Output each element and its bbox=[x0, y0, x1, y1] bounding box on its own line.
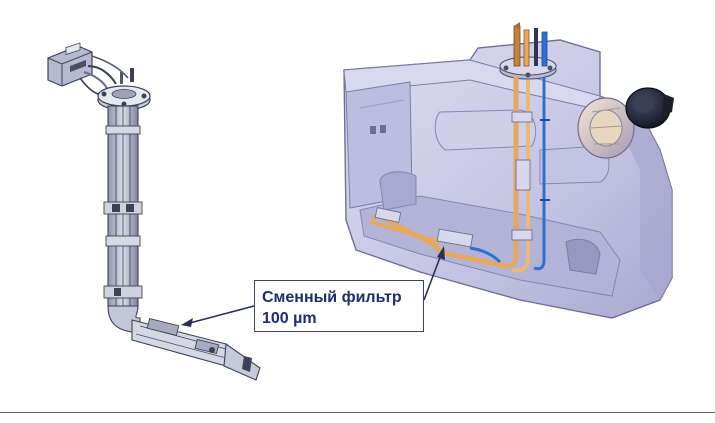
callout-arrow-left bbox=[181, 305, 255, 327]
tank-sender-module bbox=[499, 22, 557, 80]
filler-neck bbox=[577, 87, 674, 159]
dark-round-cap-icon bbox=[625, 87, 674, 129]
callout-line-1: Сменный фильтр bbox=[262, 289, 402, 306]
fuel-line-blue bbox=[469, 78, 550, 271]
callout-line-2: 100 µm bbox=[262, 310, 317, 327]
callout-arrow-right bbox=[423, 246, 445, 301]
tank-filter-element bbox=[374, 207, 474, 248]
fuel-sender-unit bbox=[47, 42, 261, 381]
pickup-tube-assembly bbox=[103, 105, 143, 333]
replaceable-filter bbox=[131, 317, 261, 381]
filter-callout: Сменный фильтр 100 µm bbox=[254, 280, 424, 332]
bottom-divider bbox=[0, 412, 715, 413]
fuel-tank bbox=[343, 39, 673, 319]
fuel-line-orange bbox=[369, 76, 533, 273]
electrical-connector-icon bbox=[47, 42, 93, 87]
